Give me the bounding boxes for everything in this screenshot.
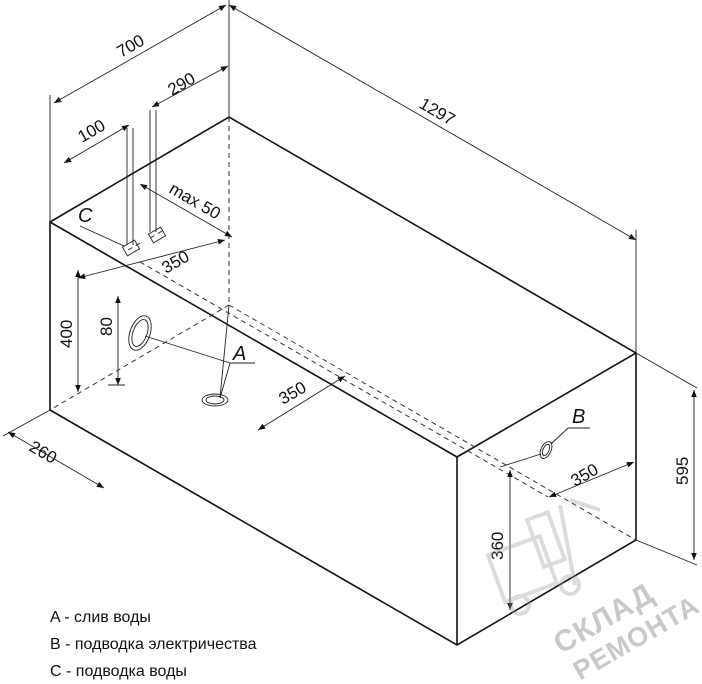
dim-350-mid: 350	[276, 378, 310, 409]
legend: A - слив воды B - подводка электричества…	[50, 604, 257, 684]
pipe-features	[121, 110, 553, 459]
dim-595: 595	[673, 457, 692, 485]
electric-port	[539, 441, 553, 459]
legend-item-a: A - слив воды	[50, 609, 151, 626]
dim-260: 260	[26, 437, 60, 468]
water-inlet-marker-2	[147, 226, 167, 244]
dim-350-top: 350	[159, 247, 193, 278]
dim-350-right: 350	[568, 460, 602, 491]
drain-hole-side	[128, 315, 152, 351]
dim-400: 400	[57, 320, 76, 348]
dim-290: 290	[165, 69, 199, 100]
label-b: B	[572, 406, 585, 428]
dim-80: 80	[97, 317, 116, 336]
legend-item-b: B - подводка электричества	[50, 636, 257, 653]
label-c: C	[78, 205, 93, 227]
dimension-lines	[2, 0, 698, 610]
drain-hole-bottom	[201, 393, 229, 407]
leader-lines	[79, 225, 590, 445]
dim-700: 700	[114, 31, 148, 62]
legend-item-c: C - подводка воды	[50, 663, 187, 680]
label-a: A	[232, 343, 246, 365]
dim-max-50: max 50	[166, 179, 224, 223]
dim-1297: 1297	[416, 94, 458, 129]
hidden-edges	[49, 117, 637, 541]
forklift-icon	[485, 498, 601, 616]
dim-100: 100	[75, 116, 109, 147]
dim-360: 360	[488, 532, 507, 560]
